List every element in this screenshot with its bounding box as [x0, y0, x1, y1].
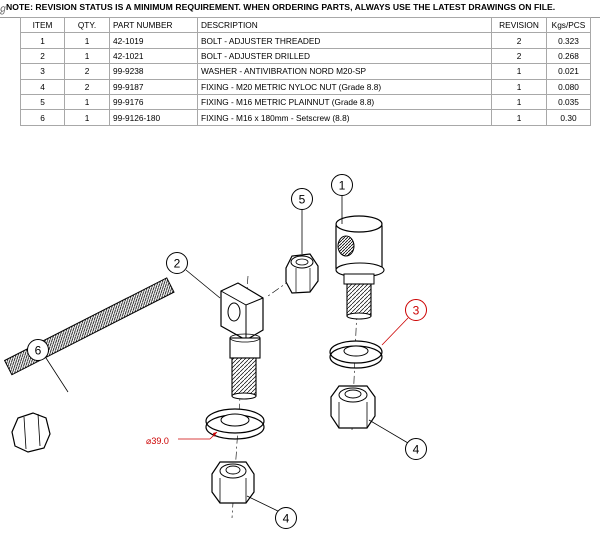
table-row: 6 1 99-9126-180 FIXING - M16 x 180mm - S… [20, 109, 591, 126]
callout-label: 4 [283, 512, 290, 526]
callout-1: 1 [331, 174, 353, 196]
callout-label: 4 [413, 443, 420, 457]
revision-note: NOTE: REVISION STATUS IS A MINIMUM REQUI… [6, 2, 556, 12]
callout-6: 6 [27, 339, 49, 361]
cell-revision: 2 [491, 32, 547, 49]
cell-weight: 0.021 [546, 63, 591, 80]
cell-qty: 2 [64, 78, 110, 95]
arrow-icon [213, 432, 217, 437]
nyloc-nut-left [211, 461, 255, 504]
header-weight: Kgs/PCS [546, 16, 591, 34]
callout-label: 5 [299, 193, 306, 207]
cell-revision: 2 [491, 47, 547, 65]
cell-item: 4 [20, 78, 65, 95]
washer-part-3 [329, 340, 383, 369]
cell-revision: 1 [491, 109, 547, 126]
cell-qty: 1 [64, 109, 110, 126]
header-part-number: PART NUMBER [109, 16, 198, 34]
callout-label: 3 [413, 304, 420, 318]
cell-qty: 1 [64, 32, 110, 49]
table-header-row: ITEM QTY. PART NUMBER DESCRIPTION REVISI… [20, 16, 591, 34]
cell-description: FIXING - M16 x 180mm - Setscrew (8.8) [197, 109, 492, 126]
table-row: 3 2 99-9238 WASHER - ANTIVIBRATION NORD … [20, 63, 591, 80]
cell-weight: 0.30 [546, 109, 591, 126]
table-row: 5 1 99-9176 FIXING - M16 METRIC PLAINNUT… [20, 93, 591, 111]
cell-revision: 1 [491, 63, 547, 80]
callout-5: 5 [291, 188, 313, 210]
header-revision: REVISION [491, 16, 547, 34]
cell-description: BOLT - ADJUSTER THREADED [197, 32, 492, 49]
cell-weight: 0.323 [546, 32, 591, 49]
cell-qty: 2 [64, 63, 110, 80]
table-row: 1 1 42-1019 BOLT - ADJUSTER THREADED 2 0… [20, 32, 591, 49]
exploded-assembly-drawing: 1 5 2 3 6 4 4 ⌀39.0 [3, 174, 427, 529]
cell-revision: 1 [491, 93, 547, 111]
cell-description: FIXING - M20 METRIC NYLOC NUT (Grade 8.8… [197, 78, 492, 95]
cell-item: 2 [20, 47, 65, 65]
drilled-bolt-part-2 [220, 282, 264, 400]
revision-note-bar: ℊ NOTE: REVISION STATUS IS A MINIMUM REQ… [0, 0, 600, 18]
washer-diameter-dimension: ⌀39.0 [146, 436, 169, 446]
callout-2: 2 [166, 252, 188, 274]
cell-item: 5 [20, 93, 65, 111]
cell-qty: 1 [64, 93, 110, 111]
cell-description: BOLT - ADJUSTER DRILLED [197, 47, 492, 65]
cell-part-number: 99-9126-180 [109, 109, 198, 126]
cell-part-number: 42-1019 [109, 32, 198, 49]
leader-lines [45, 196, 409, 514]
cell-part-number: 99-9238 [109, 63, 198, 80]
parts-list-table: ITEM QTY. PART NUMBER DESCRIPTION REVISI… [20, 16, 591, 126]
cell-item: 6 [20, 109, 65, 126]
cell-revision: 1 [491, 78, 547, 95]
cell-part-number: 99-9187 [109, 78, 198, 95]
nyloc-nut-right [330, 385, 376, 429]
table-row: 4 2 99-9187 FIXING - M20 METRIC NYLOC NU… [20, 78, 591, 95]
table-row: 2 1 42-1021 BOLT - ADJUSTER DRILLED 2 0.… [20, 47, 591, 65]
cell-description: FIXING - M16 METRIC PLAINNUT (Grade 8.8) [197, 93, 492, 111]
cell-part-number: 42-1021 [109, 47, 198, 65]
cell-description: WASHER - ANTIVIBRATION NORD M20-SP [197, 63, 492, 80]
corner-mark-icon: ℊ [0, 4, 8, 15]
header-description: DESCRIPTION [197, 16, 492, 34]
header-qty: QTY. [64, 16, 110, 34]
cell-part-number: 99-9176 [109, 93, 198, 111]
cell-weight: 0.080 [546, 78, 591, 95]
cell-weight: 0.268 [546, 47, 591, 65]
plain-nut-part-5 [285, 253, 319, 294]
threaded-bolt-part-1 [335, 215, 385, 320]
header-item: ITEM [20, 16, 65, 34]
callout-4-left: 4 [275, 507, 297, 529]
callout-label: 2 [174, 257, 181, 271]
cell-weight: 0.035 [546, 93, 591, 111]
washer-left [205, 408, 265, 440]
cell-item: 1 [20, 32, 65, 49]
callout-4-right: 4 [405, 438, 427, 460]
callout-3: 3 [405, 299, 427, 321]
cell-qty: 1 [64, 47, 110, 65]
callout-label: 6 [35, 344, 42, 358]
cell-item: 3 [20, 63, 65, 80]
setscrew-part-6 [3, 277, 175, 453]
callout-label: 1 [339, 179, 346, 193]
